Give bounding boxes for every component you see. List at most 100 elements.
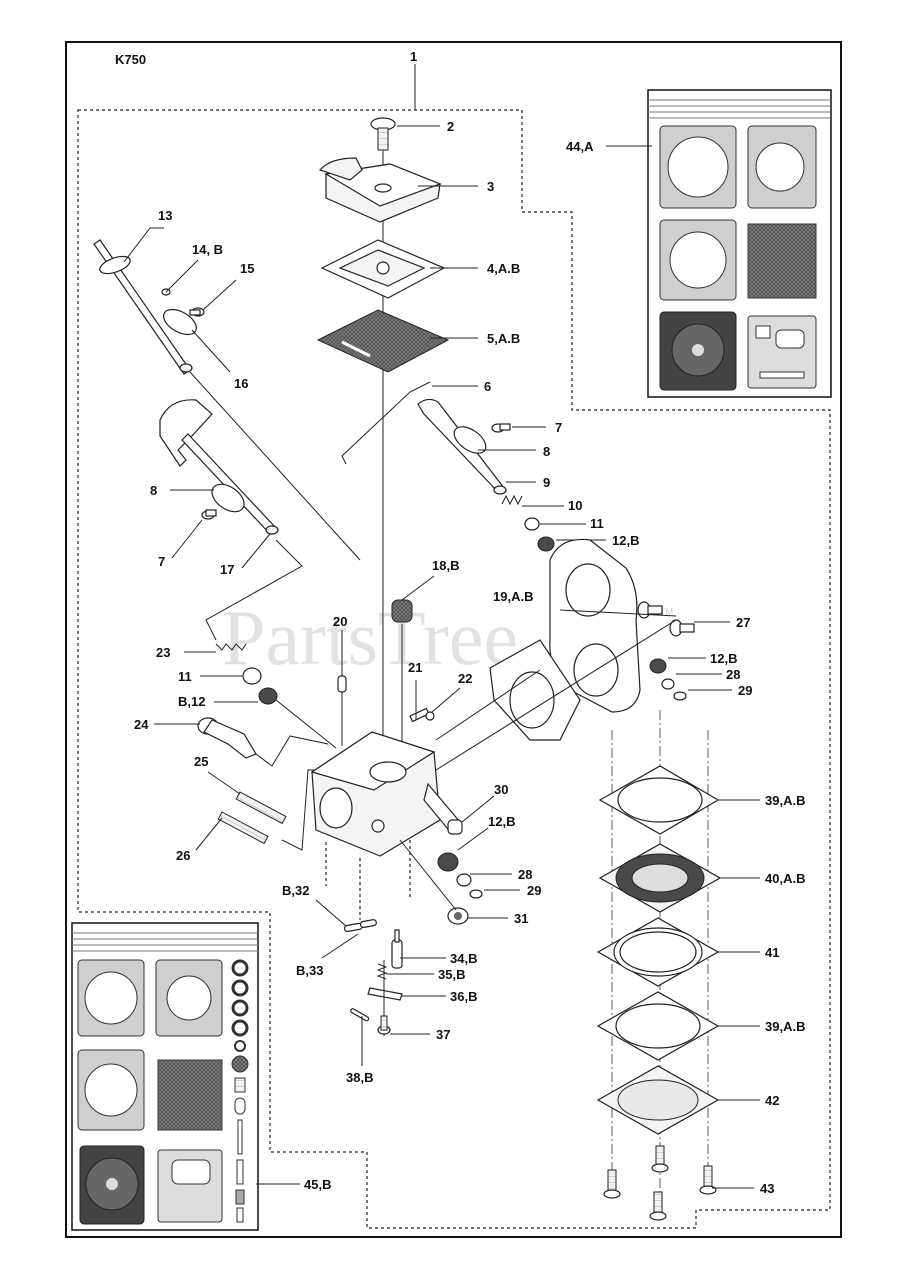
label-31: 31 [514,911,528,926]
ball-22 [425,711,435,721]
label-43: 43 [760,1181,774,1196]
label-20: 20 [333,614,347,629]
label-17: 17 [220,562,234,577]
gasket-19 [489,639,581,741]
filter-18 [391,599,413,623]
assembly-boundary [77,109,831,1229]
label-28-top: 28 [726,667,740,682]
model-label: K750 [115,52,146,67]
outer-frame [65,41,842,1238]
pin-20 [337,675,347,693]
label-41: 41 [765,945,779,960]
rod-6 [341,381,431,465]
choke-shaft [159,399,279,535]
label-39-bottom: 39,A.B [765,1019,805,1034]
screw-7-left [201,509,217,520]
label-42: 42 [765,1093,779,1108]
watermark: PartsTree [222,594,518,681]
label-34: 34,B [450,951,477,966]
label-8-right: 8 [543,444,550,459]
screw-2 [370,117,396,151]
label-35: 35,B [438,967,465,982]
label-29-bottom: 29 [527,883,541,898]
cover-42 [596,1065,720,1135]
label-7-right: 7 [555,420,562,435]
label-7-left: 7 [158,554,165,569]
label-21: 21 [408,660,422,675]
label-22: 22 [458,671,472,686]
spring-35 [376,963,388,980]
plug-30 [447,819,463,835]
gasket-39-bottom [596,991,720,1061]
lever-36 [367,987,403,1001]
label-36: 36,B [450,989,477,1004]
label-1: 1 [410,49,417,64]
kit-box-44 [647,89,832,398]
seal-12-right [537,536,555,552]
label-10: 10 [568,498,582,513]
bushing-11-left [242,667,262,685]
gasket-39-top [598,765,720,835]
label-37: 37 [436,1027,450,1042]
label-23: 23 [156,645,170,660]
label-2: 2 [447,119,454,134]
label-18: 18,B [432,558,459,573]
label-3: 3 [487,179,494,194]
plug-33 [359,919,377,929]
label-28-bottom: 28 [518,867,532,882]
washer-28-bottom [456,873,472,887]
label-8-left: 8 [150,483,157,498]
callout-labels: 1 2 3 4,A.B 5,A.B 6 7 8 9 10 11 12,B 13 … [134,49,805,1196]
needle-25 [235,791,287,825]
label-39-top: 39,A.B [765,793,805,808]
gasket-41 [596,917,720,987]
label-45: 45,B [304,1177,331,1192]
label-12-side: 12,B [710,651,737,666]
pin-38 [350,1008,370,1022]
label-26: 26 [176,848,190,863]
gasket-4 [320,239,446,299]
label-32: B,32 [282,883,309,898]
clip-29-top [673,691,687,701]
seal-12-left [258,687,278,705]
needle-21 [409,707,430,723]
cover-3 [318,157,442,223]
kit-box-45 [71,922,259,1231]
watermark-tm: TM [660,607,673,617]
label-25: 25 [194,754,208,769]
needle-34 [391,929,403,969]
bushing-11-right [524,517,540,531]
screw-37 [377,1015,391,1035]
label-14: 14, B [192,242,223,257]
washer-28-top [661,678,675,690]
screw-15 [189,307,205,317]
label-16: 16 [234,376,248,391]
membrane-5 [316,309,450,373]
label-27: 27 [736,615,750,630]
label-40: 40,A.B [765,871,805,886]
label-12-bottom: 12,B [488,814,515,829]
label-24: 24 [134,717,149,732]
label-12-right: 12,B [612,533,639,548]
label-5: 5,A.B [487,331,520,346]
seal-12-side [649,658,667,674]
label-29-top: 29 [738,683,752,698]
screw-27 [669,619,695,637]
bracket [549,538,641,713]
label-11-right: 11 [590,516,604,531]
label-9: 9 [543,475,550,490]
valve-8-left [211,483,245,513]
label-15: 15 [240,261,254,276]
nut-31 [447,907,469,925]
label-12-left: B,12 [178,694,205,709]
label-11-left: 11 [178,669,192,684]
needle-26 [217,811,269,845]
screw-27b [637,601,663,619]
carburetor-body [310,731,461,857]
shaft-13 [93,239,193,375]
label-13: 13 [158,208,172,223]
label-4: 4,A.B [487,261,520,276]
label-30: 30 [494,782,508,797]
label-6: 6 [484,379,491,394]
